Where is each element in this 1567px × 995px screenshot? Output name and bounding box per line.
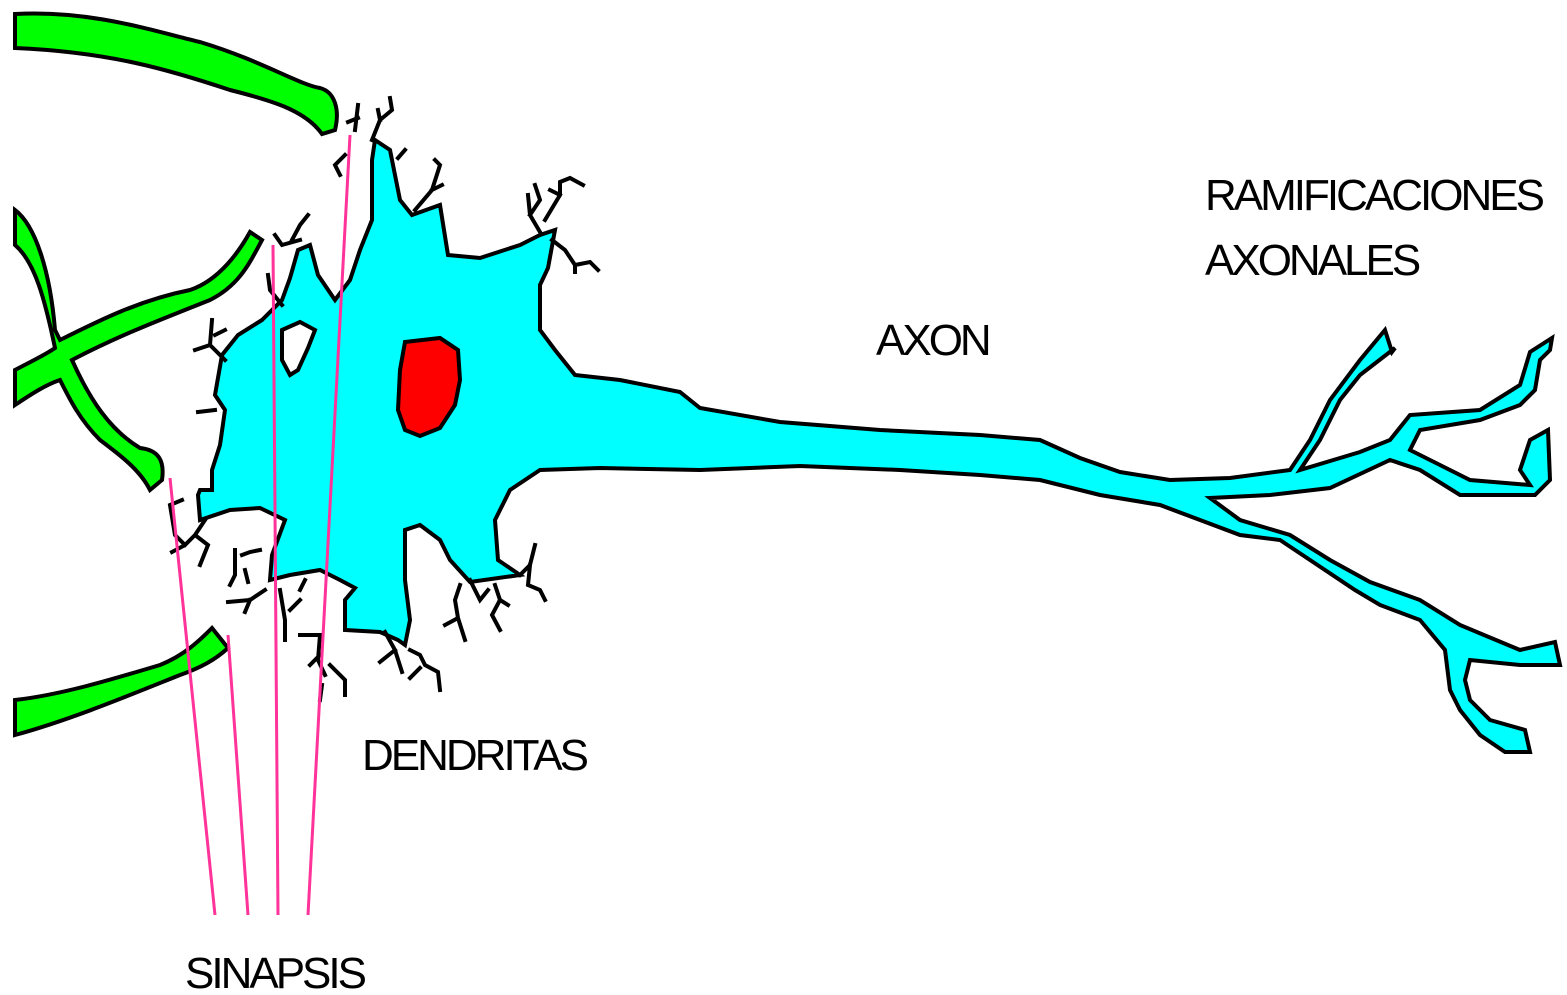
neuron-body [198, 140, 1560, 752]
label-ramificaciones-line2: AXONALES [1205, 236, 1420, 285]
synapse-line-2 [228, 635, 248, 915]
label-sinapsis: SINAPSIS [185, 949, 366, 995]
label-dendritas: DENDRITAS [362, 731, 588, 780]
label-ramificaciones-line1: RAMIFICACIONES [1205, 171, 1544, 220]
incoming-axon-top [15, 13, 337, 134]
label-axon: AXON [876, 316, 989, 365]
neuron [198, 140, 1560, 752]
